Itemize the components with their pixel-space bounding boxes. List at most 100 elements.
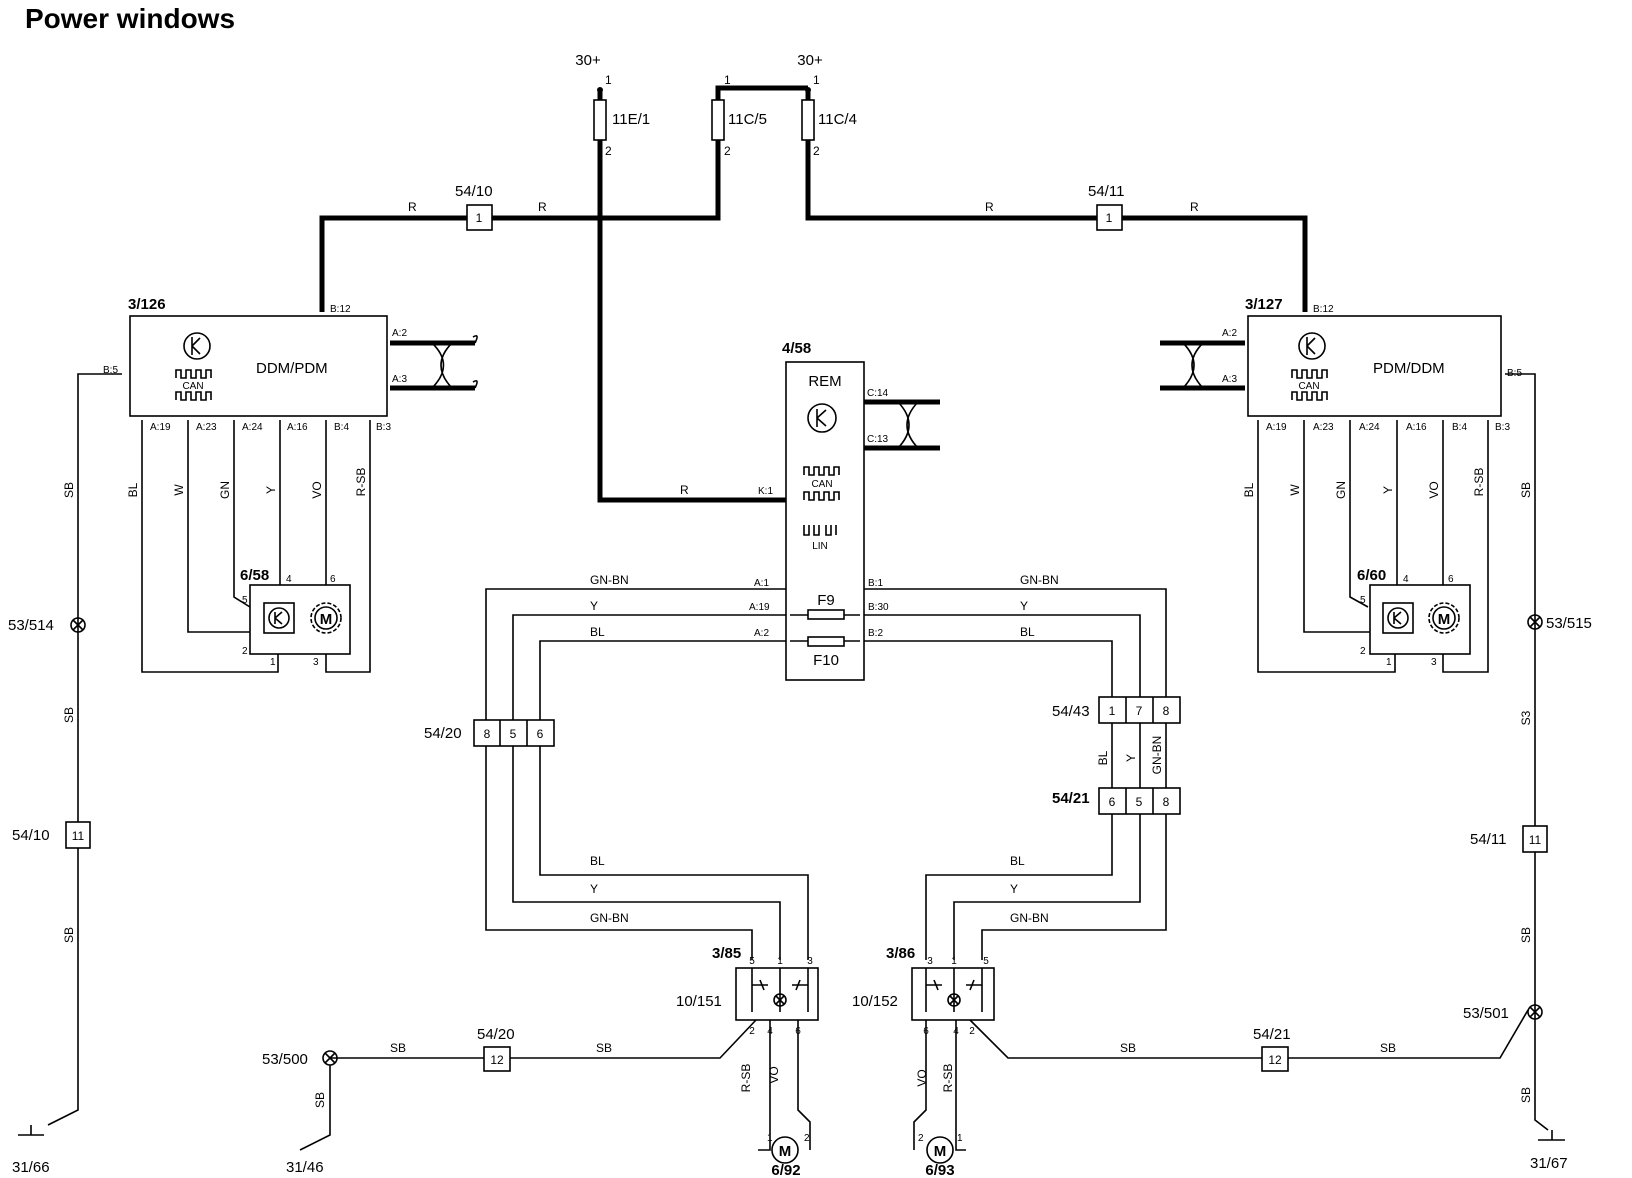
pin-label: A:19 (150, 422, 171, 433)
can-signal-icon: CAN (175, 369, 212, 401)
connector-54-21 (1098, 787, 1181, 815)
lin-signal-icon: LIN (803, 525, 837, 552)
wire-color-label: R (1190, 200, 1199, 214)
wire-rsb-motor-right (955, 1020, 966, 1151)
wire-feed-ddm (319, 150, 721, 312)
fuse-label-11c4: 11C/4 (818, 111, 857, 128)
splice-label-54-11: 54/11 (1088, 183, 1124, 200)
window-motor-6-92: M 1 2 6/92 (767, 1133, 810, 1178)
module-id-3-127: 3/127 (1245, 296, 1283, 313)
ground-label-31-46: 31/46 (286, 1159, 324, 1176)
wire-color-label: R-SB (941, 1064, 955, 1093)
wire-vo-motor-left (797, 1020, 811, 1150)
motor-icon: M (310, 602, 342, 634)
pin-label: 2 (813, 144, 820, 158)
pin-label: 5 (1360, 595, 1366, 606)
wire-rsb-ddm (325, 420, 371, 673)
supply-label-right: 30+ (797, 52, 823, 69)
wire-color-label: W (172, 484, 186, 496)
wire-color-label: SB (62, 482, 76, 498)
switch-contacts-icon (925, 968, 983, 1012)
motor-icon: M (1428, 602, 1460, 634)
wire-color-label: R (680, 483, 689, 497)
wire-color-label: GN (1334, 481, 1348, 499)
wire-bridge-54-43-54-21 (1111, 723, 1167, 788)
pin-label: 2 (804, 1133, 810, 1144)
wire-color-label: SB (1120, 1041, 1136, 1055)
wire-color-label: SB (62, 707, 76, 723)
window-motor-6-93: M 2 1 6/93 (918, 1133, 963, 1178)
switch-wiring-left: GN-BN Y BL BL Y GN-BN 54/20 8 5 6 3/85 5… (330, 573, 819, 1178)
pin-label: 11 (72, 829, 85, 843)
motor-symbol: M (934, 1143, 947, 1160)
ground-label-53-501: 53/501 (1463, 1005, 1509, 1022)
wire-color-label: BL (590, 854, 605, 868)
pin-label: A:2 (1222, 328, 1237, 339)
switch-contacts-icon (751, 968, 809, 1012)
ground-point-icon (1527, 1004, 1543, 1020)
wire-color-label: SB (596, 1041, 612, 1055)
pin-label: 5 (242, 595, 248, 606)
pin-label: 2 (749, 1026, 755, 1037)
pin-label: B:5 (103, 365, 118, 376)
wire-sb-ground-right (1505, 373, 1549, 1131)
pin-label: 5 (749, 956, 755, 967)
wire-sb-switch-right (969, 1019, 1275, 1059)
module-box-4-58 (785, 361, 865, 681)
wire-w-pdm (1303, 420, 1370, 633)
pin-label: 1 (1106, 211, 1113, 225)
wire-gnbn-left (485, 588, 786, 960)
pin-label: 1 (1109, 704, 1116, 718)
pin-label: A:24 (1359, 422, 1380, 433)
fuse-label-f9: F9 (817, 592, 835, 609)
ground-label-53-515: 53/515 (1546, 615, 1592, 632)
pin-label: A:16 (287, 422, 308, 433)
pin-label: 1 (957, 1133, 963, 1144)
pin-label: 3 (1431, 657, 1437, 668)
pin-label: A:2 (754, 628, 769, 639)
splice-label-54-11-bottom: 54/11 (1470, 831, 1506, 848)
wire-color-label: BL (126, 482, 140, 497)
pin-label: B:12 (1313, 304, 1334, 315)
wire-rsb-motor-left (758, 1020, 771, 1151)
wire-sb-ground-53-501 (1288, 1009, 1529, 1059)
wire-color-label: R (538, 200, 547, 214)
wire-color-label: Y (264, 486, 278, 494)
switch-id-3-85: 3/85 (712, 945, 741, 962)
splice-label-54-20-bottom: 54/20 (477, 1026, 515, 1043)
fuse-11c5 (711, 99, 725, 141)
wire-color-label: R-SB (739, 1064, 753, 1093)
lamp-label-10-152: 10/152 (852, 993, 898, 1010)
can-label: CAN (811, 479, 832, 490)
pin-label: 8 (484, 727, 491, 741)
module-ddm-pdm: 3/126 B:12 B:5 DDM/PDM CAN A:2 A:3 A:19 … (103, 296, 478, 673)
pin-label: 1 (777, 956, 783, 967)
pin-label: 11 (1529, 833, 1542, 847)
pin-label: 6 (1448, 574, 1454, 585)
can-bus-wires-rem (864, 399, 940, 451)
transistor-icon (1298, 332, 1326, 360)
pin-label: B:3 (376, 422, 391, 433)
ground-label-53-514: 53/514 (8, 617, 54, 634)
wire-sb-ground-left (47, 373, 122, 1126)
wire-bl-pdm (1257, 420, 1396, 673)
pin-label: A:19 (749, 602, 770, 613)
module-label-pdm: PDM/DDM (1373, 360, 1445, 377)
pin-label: A:23 (196, 422, 217, 433)
ground-symbol-icon (18, 1125, 44, 1136)
module-box-3-126 (129, 315, 388, 417)
connector-54-43 (1098, 696, 1181, 724)
pin-label: 1 (605, 73, 612, 87)
splice-label-54-21-bottom: 54/21 (1253, 1026, 1291, 1043)
wire-color-label: GN-BN (590, 911, 629, 925)
module-id-4-58: 4/58 (782, 340, 811, 357)
module-id-3-126: 3/126 (128, 296, 166, 313)
wire-color-label: VO (1427, 481, 1441, 498)
wire-rsb-pdm (1442, 420, 1489, 673)
pin-label: 2 (918, 1133, 924, 1144)
wire-gnbn-switch-right (981, 814, 1167, 960)
pin-label: 2 (1360, 646, 1366, 657)
wire-sb-ground-31-46 (299, 1065, 331, 1151)
wire-color-label: R (408, 200, 417, 214)
pin-label: 3 (313, 657, 319, 668)
